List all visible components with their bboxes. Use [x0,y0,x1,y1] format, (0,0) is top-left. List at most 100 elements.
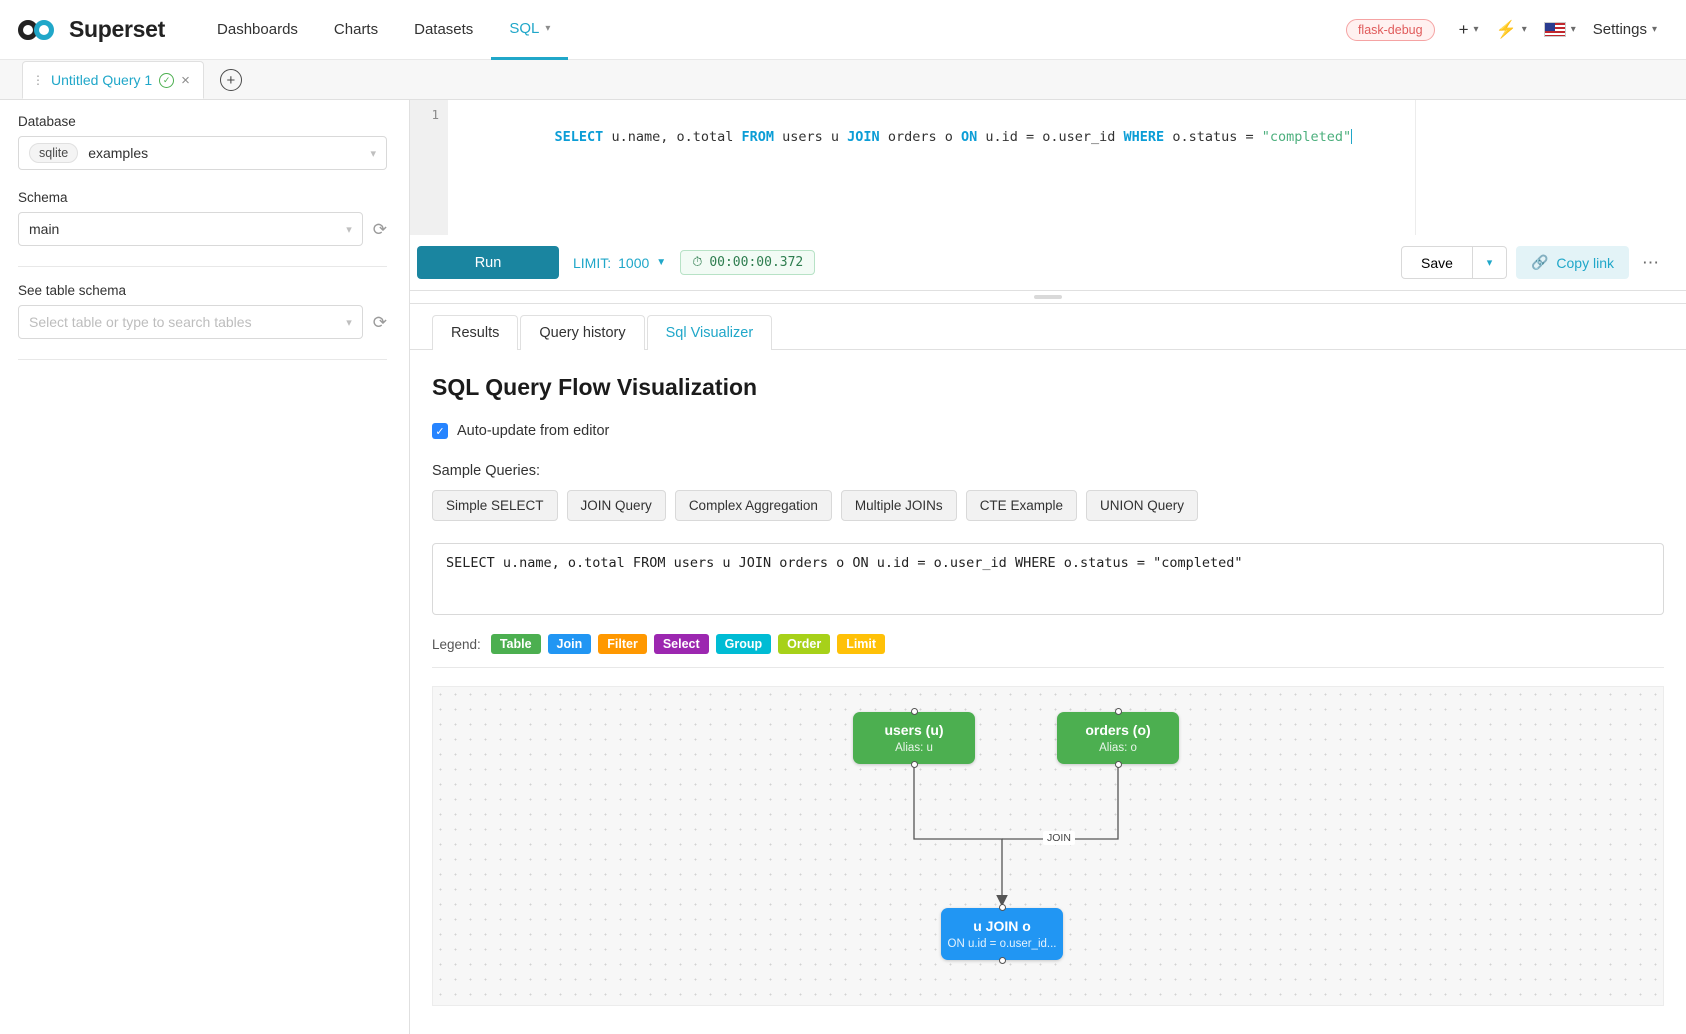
schema-select[interactable]: main ▾ [18,212,363,246]
save-dropdown-button[interactable]: ▾ [1472,246,1507,279]
chevron-down-icon: ▾ [346,223,352,236]
editor-gutter: 1 [410,100,448,235]
chevron-down-icon: ▼ [656,257,667,268]
more-options-icon[interactable]: ⋯ [1642,252,1660,272]
language-selector[interactable]: ▾ [1537,16,1583,43]
editor-vertical-rule [1415,100,1416,235]
tab-sql-visualizer-label: Sql Visualizer [665,325,754,341]
chevron-down-icon: ▾ [1651,24,1657,35]
superset-logo[interactable]: Superset [18,16,165,43]
auto-update-row: ✓ Auto-update from editor [432,423,1664,439]
infinity-icon [18,17,60,43]
page-title: SQL Query Flow Visualization [432,374,758,400]
tab-results[interactable]: Results [432,315,519,350]
node-handle-top[interactable] [910,708,918,715]
flow-node-orders-alias: Alias: o [1099,742,1137,754]
sample-union-query[interactable]: UNION Query [1085,490,1198,521]
schema-row: main ▾ ⟳ [18,212,387,246]
legend-badge-select: Select [653,634,709,654]
nav-dashboards-label: Dashboards [217,21,298,38]
workspace: Database sqlite examples ▾ Schema main ▾… [0,100,1686,1034]
bolt-menu-button[interactable]: ⚡ ▾ [1489,14,1534,46]
copy-link-button[interactable]: 🔗 Copy link [1515,246,1629,279]
flow-node-join-title: u JOIN o [973,918,1031,934]
legend-badge-limit: Limit [837,634,886,654]
close-icon[interactable]: × [181,71,190,89]
chevron-down-icon: ▾ [1521,24,1527,35]
query-tab-untitled-query-1[interactable]: ⋮ Untitled Query 1 ✓ × [22,61,204,99]
tab-query-history[interactable]: Query history [520,315,645,350]
legend-badge-order: Order [778,634,831,654]
auto-update-checkbox[interactable]: ✓ [432,423,448,439]
sample-cte-example[interactable]: CTE Example [965,490,1077,521]
legend-badge-group: Group [715,634,772,654]
table-placeholder: Select table or type to search tables [29,314,252,330]
database-select[interactable]: sqlite examples ▾ [18,136,387,170]
token-from: FROM [741,129,775,145]
token-oncond: u.id = o.user_id [977,129,1124,145]
nav-charts[interactable]: Charts [316,0,396,60]
chevron-down-icon: ▾ [346,316,352,329]
token-on: ON [960,129,978,145]
sql-editor-wrapper: 1 SELECT u.name, o.total FROM users u JO… [410,100,1686,304]
sample-complex-aggregation[interactable]: Complex Aggregation [674,490,832,521]
chevron-down-icon: ▾ [1570,24,1576,35]
save-button-group: Save ▾ [1401,246,1507,279]
tab-sql-visualizer[interactable]: Sql Visualizer [646,315,773,350]
new-item-button[interactable]: + ▾ [1452,14,1486,46]
settings-menu[interactable]: Settings ▾ [1586,15,1664,44]
token-wherecond: o.status = [1164,129,1262,145]
database-row: sqlite examples ▾ [18,136,387,170]
table-schema-row: Select table or type to search tables ▾ … [18,305,387,339]
schema-label: Schema [18,190,68,205]
nav-datasets[interactable]: Datasets [396,0,491,60]
lightning-bolt-icon: ⚡ [1495,19,1517,39]
limit-label: LIMIT: [573,254,612,271]
token-where: WHERE [1123,129,1165,145]
nav-sql[interactable]: SQL ▾ [491,0,569,60]
sql-input-textarea[interactable] [432,543,1664,615]
schema-value: main [29,221,60,237]
legend-label: Legend: [432,636,481,652]
save-button[interactable]: Save [1401,246,1473,279]
token-orders: orders o [879,129,961,145]
flow-edges [913,764,1119,907]
result-tabs: Results Query history Sql Visualizer [410,304,1686,350]
table-select[interactable]: Select table or type to search tables ▾ [18,305,363,339]
nav-dashboards[interactable]: Dashboards [199,0,316,60]
run-button[interactable]: Run [417,246,559,279]
flow-node-join[interactable]: u JOIN o ON u.id = o.user_id... [941,904,1063,964]
main-navbar: Superset Dashboards Charts Datasets SQL … [0,0,1686,60]
panel-resize-handle[interactable] [1034,295,1062,299]
plus-icon: + [1458,19,1469,39]
legend-badge-table: Table [490,634,541,654]
node-handle-top[interactable] [1114,708,1122,715]
limit-dropdown[interactable]: LIMIT: 1000 ▼ [573,255,666,271]
sample-simple-select[interactable]: Simple SELECT [432,490,558,521]
editor-code-line: SELECT u.name, o.total FROM users u JOIN… [448,107,1686,167]
add-query-tab-button[interactable]: + [219,69,242,91]
flow-node-users[interactable]: users (u) Alias: u [853,708,975,768]
node-handle-bottom[interactable] [998,957,1006,964]
flask-debug-badge: flask-debug [1345,18,1435,41]
flow-canvas[interactable]: JOIN users (u) Alias: u orders (o) Alias… [432,686,1664,1006]
refresh-schema-icon[interactable]: ⟳ [372,219,387,239]
limit-value: 1000 [618,254,650,271]
sql-editor[interactable]: 1 SELECT u.name, o.total FROM users u JO… [410,100,1686,235]
node-handle-bottom[interactable] [910,761,918,768]
drag-handle-icon[interactable]: ⋮ [32,72,44,87]
refresh-tables-icon[interactable]: ⟳ [372,312,387,332]
sql-visualizer-pane: SQL Query Flow Visualization ✓ Auto-upda… [410,350,1686,1034]
right-panel: 1 SELECT u.name, o.total FROM users u JO… [410,100,1686,1034]
node-handle-top[interactable] [998,904,1006,911]
node-handle-bottom[interactable] [1114,761,1122,768]
flow-node-orders[interactable]: orders (o) Alias: o [1057,708,1179,768]
sample-queries-label: Sample Queries: [432,463,540,479]
token-join: JOIN [847,129,880,145]
panel-divider-2 [18,359,387,360]
query-tab-label: Untitled Query 1 [51,72,153,88]
left-panel: Database sqlite examples ▾ Schema main ▾… [0,100,410,1034]
sample-multiple-joins[interactable]: Multiple JOINs [840,490,957,521]
sample-join-query[interactable]: JOIN Query [566,490,666,521]
query-tab-strip: ⋮ Untitled Query 1 ✓ × + [0,60,1686,100]
